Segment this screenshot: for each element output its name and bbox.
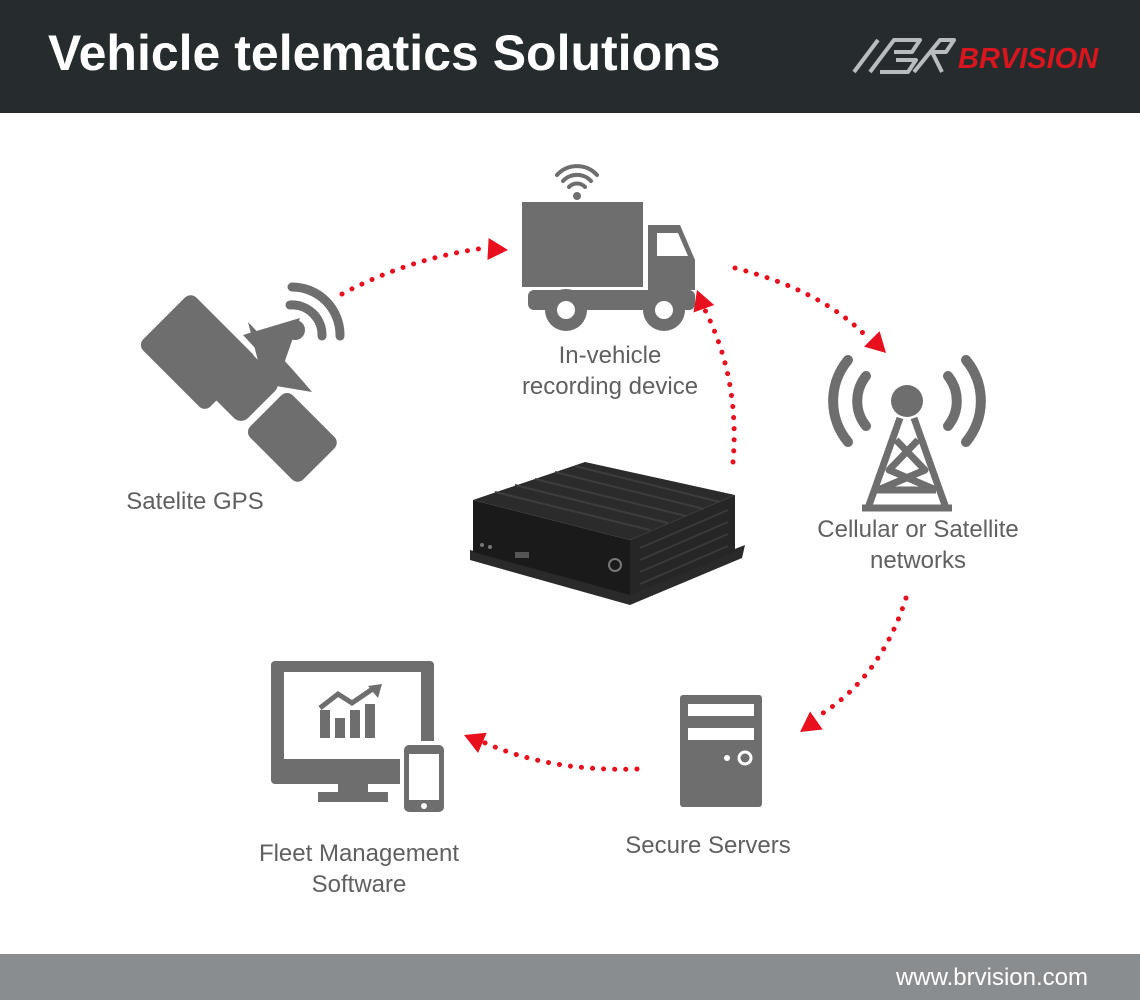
- arrowhead-vehicle: [487, 237, 509, 261]
- label-in-vehicle-recording-device: In-vehicle recording device: [521, 342, 699, 400]
- arrow-network-to-servers: [812, 595, 909, 721]
- arrow-gps-to-vehicle: [339, 245, 488, 297]
- arrowhead-servers: [793, 711, 823, 742]
- arrowhead-network: [864, 331, 894, 361]
- truck-wifi-icon: [522, 164, 695, 331]
- server-icon: [680, 695, 762, 807]
- header-bar: Vehicle telematics Solutions BRVISION: [0, 0, 1140, 113]
- label-satelite-gps: Satelite GPS: [126, 488, 264, 515]
- arrow-dvr-to-vehicle: [702, 307, 737, 465]
- cell-tower-icon: [828, 355, 986, 512]
- label-fleet-management-software: Fleet Management Software: [258, 840, 460, 898]
- arrow-servers-to-fleet: [480, 739, 640, 772]
- label-cellular-or-satellite-networks: Cellular or Satellite networks: [817, 516, 1019, 574]
- page-title: Vehicle telematics Solutions: [48, 25, 721, 81]
- monitor-phone-icon: [271, 661, 448, 816]
- website-link[interactable]: www.brvision.com: [895, 964, 1088, 991]
- arrow-vehicle-to-network: [732, 265, 868, 338]
- brand-mark-icon: [852, 38, 956, 74]
- brvision-logo[interactable]: BRVISION: [850, 28, 1120, 88]
- arrowhead-fleet: [459, 724, 487, 753]
- flow-arrows: [339, 245, 909, 772]
- brand-name: BRVISION: [958, 43, 1099, 75]
- mobile-dvr-device-icon: [470, 462, 745, 605]
- satellite-icon: [140, 282, 345, 482]
- footer-bar: www.brvision.com: [0, 954, 1140, 1000]
- label-secure-servers: Secure Servers: [625, 832, 791, 859]
